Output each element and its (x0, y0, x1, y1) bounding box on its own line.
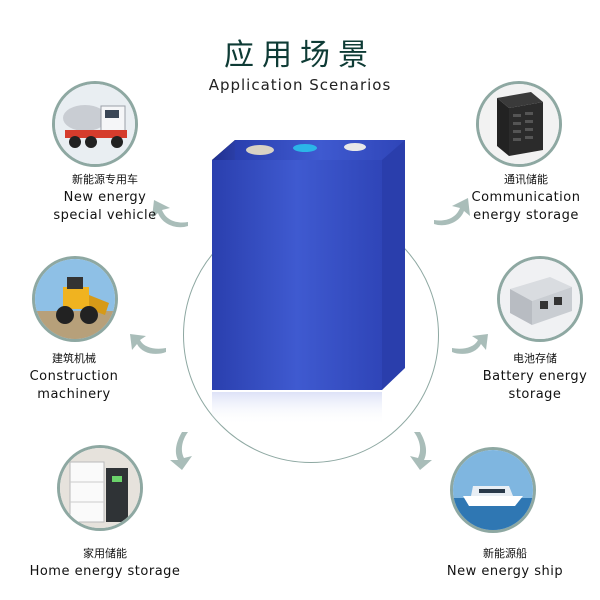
arrow-top-right-icon (434, 198, 470, 226)
label-cn: 建筑机械 (52, 352, 96, 365)
label-en-line2: energy storage (473, 208, 579, 223)
arrow-bottom-right-icon (410, 432, 432, 470)
label-en-line2: storage (508, 387, 562, 402)
telecom-battery-pack-icon (479, 84, 559, 164)
label-en-line2: machinery (37, 387, 111, 402)
mixer-truck-icon (55, 84, 135, 164)
negative-terminal (246, 145, 274, 155)
thumb-communication (476, 81, 562, 167)
battery-front (212, 160, 382, 390)
label-communication: 通讯储能 Communication energy storage (458, 171, 594, 225)
wheel-loader-icon (35, 259, 115, 339)
label-en-line2: special vehicle (53, 208, 157, 223)
thumb-home-storage (57, 445, 143, 531)
electric-ship-icon (453, 450, 533, 530)
thumb-battery-storage (497, 256, 583, 342)
label-cn: 新能源专用车 (72, 173, 138, 186)
page-title: 应用场景 (224, 38, 376, 73)
battery-cabinet-icon (500, 259, 580, 339)
label-en-line1: Communication (471, 190, 581, 205)
home-storage-unit-icon (60, 448, 140, 528)
label-construction: 建筑机械 Construction machinery (14, 350, 134, 404)
positive-terminal (344, 143, 366, 151)
label-en-line1: New energy ship (446, 564, 564, 579)
page-subtitle: Application Scenarios (208, 76, 392, 94)
arrow-mid-right-icon (452, 334, 488, 354)
label-en-line1: New energy (63, 190, 147, 205)
battery-cell-image (212, 140, 405, 425)
vent-valve (293, 144, 317, 152)
label-special-vehicle: 新能源专用车 New energy special vehicle (40, 171, 170, 225)
arrow-mid-left-icon (130, 334, 166, 354)
label-battery-storage: 电池存储 Battery energy storage (470, 350, 600, 404)
label-ship: 新能源船 New energy ship (430, 545, 580, 581)
label-en-line1: Construction (29, 369, 119, 384)
arrow-top-left-icon (152, 200, 188, 228)
label-cn: 家用储能 (83, 547, 127, 560)
label-cn: 新能源船 (483, 547, 527, 560)
thumb-special-vehicle (52, 81, 138, 167)
thumb-ship (450, 447, 536, 533)
label-en-line1: Home energy storage (29, 564, 181, 579)
arrow-bottom-left-icon (170, 432, 192, 470)
label-cn: 电池存储 (513, 352, 557, 365)
thumb-construction (32, 256, 118, 342)
label-home-storage: 家用储能 Home energy storage (20, 545, 190, 581)
label-en-line1: Battery energy (482, 369, 588, 384)
label-cn: 通讯储能 (504, 173, 548, 186)
